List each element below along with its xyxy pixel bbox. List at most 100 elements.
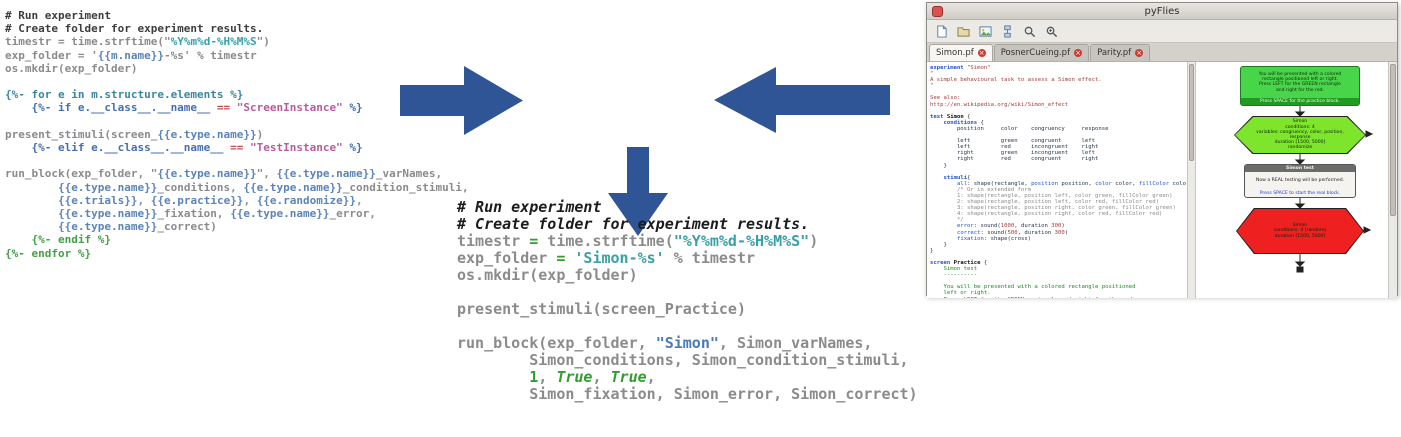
code-line: {%- endfor %}	[5, 246, 92, 260]
code-line: 1, True, True,	[529, 368, 656, 386]
code-line: 4: shape(rectangle, position right, colo…	[930, 211, 1163, 218]
arrow-left-icon	[714, 67, 890, 133]
code-line: test Simon {	[930, 113, 971, 120]
diagram-view-icon[interactable]	[998, 22, 1016, 40]
flow-node-title: Simon test	[1245, 165, 1355, 173]
window-titlebar[interactable]: pyFlies	[927, 3, 1397, 20]
code-line: 1: shape(rectangle, position left, color…	[930, 192, 1173, 199]
hexagon-fill	[1237, 209, 1363, 253]
generated-code-block: # Run experiment# Create folder for expe…	[457, 199, 918, 403]
code-line: Simon_conditions, Simon_condition_stimul…	[457, 351, 909, 369]
code-line	[5, 75, 469, 88]
tab-label: Parity.pf	[1097, 48, 1132, 58]
code-line: A simple behavioural task to assess a Si…	[930, 77, 1102, 84]
code-line: Simon_fixation, Simon_error, Simon_corre…	[457, 385, 918, 403]
flow-node-real-screen[interactable]: Simon test Now a REAL testing will be pe…	[1244, 164, 1356, 198]
search-icon[interactable]	[1020, 22, 1038, 40]
code-line: os.mkdir(exp_folder)	[457, 266, 638, 284]
code-line: exp_folder = 'Simon-%s' % timestr	[457, 249, 756, 267]
flow-node-body: Now a REAL testing will be performed.	[1255, 178, 1345, 184]
code-line	[457, 284, 918, 301]
dsl-editor[interactable]: experiment "Simon""A simple behavioural …	[927, 62, 1187, 298]
editor-scrollbar[interactable]	[1187, 62, 1196, 298]
code-line: exp_folder = '{{m.name}}-%s' % timestr	[5, 48, 257, 62]
code-line: screen Practice {	[930, 260, 988, 266]
open-folder-icon[interactable]	[954, 22, 972, 40]
code-line: position color congruency response	[930, 125, 1109, 132]
code-line: present_stimuli(screen_Practice)	[457, 300, 746, 318]
tab-simon[interactable]: Simon.pf	[929, 44, 993, 61]
code-line: all: shape(rectangle, position position,…	[956, 180, 1187, 187]
code-line: Simon test	[930, 266, 978, 273]
code-line: conditions {	[943, 119, 984, 126]
code-line: "	[930, 83, 934, 90]
code-line: timestr = time.strftime("%Y%m%d-%H%M%S")	[5, 35, 270, 49]
arrow-right-icon	[400, 66, 523, 135]
code-line: right red congruent right	[930, 156, 1099, 163]
code-line: # Run experiment	[457, 198, 602, 216]
new-file-icon[interactable]	[932, 22, 950, 40]
code-line: }	[930, 247, 934, 254]
tab-label: PosnerCueing.pf	[1000, 48, 1071, 58]
code-line: */	[930, 217, 964, 224]
code-line: # Create folder for experiment results.	[457, 215, 810, 233]
tab-close-icon[interactable]	[1074, 49, 1083, 57]
code-line	[5, 154, 469, 167]
code-line: left green congruent left	[930, 138, 1096, 145]
editor-scrollbar-thumb[interactable]	[1189, 64, 1194, 161]
arrow-down-icon	[608, 147, 668, 236]
code-line: http://en.wikipedia.org/wiki/Simon_effec…	[930, 101, 1069, 108]
code-line: See also:	[930, 95, 961, 102]
code-line: os.mkdir(exp_folder)	[5, 61, 138, 75]
code-line: {{e.trials}}, {{e.practice}}, {{e.random…	[57, 193, 363, 207]
flow-node-footer: Press SPACE to start the real block.	[1259, 190, 1341, 196]
flow-node-footer: Press SPACE for the practice block.	[1241, 97, 1359, 105]
zoom-icon[interactable]	[1042, 22, 1060, 40]
code-line: fixation: shape(cross)	[956, 235, 1032, 242]
code-line: run_block(exp_folder, "Simon", Simon_var…	[457, 334, 873, 352]
code-line: 2: shape(rectangle, position left, color…	[930, 199, 1160, 206]
code-line: You will be presented with a colored rec…	[930, 284, 1136, 291]
code-line: experiment "Simon"	[930, 65, 991, 71]
export-image-icon[interactable]	[976, 22, 994, 40]
code-line: {{e.type.name}}_correct)	[57, 220, 217, 234]
code-line: # Create folder for experiment results.	[5, 22, 264, 36]
template-code-block: # Run experiment# Create folder for expe…	[5, 9, 469, 260]
code-line: left red incongruent right	[930, 144, 1099, 151]
code-line: run_block(exp_folder, "{{e.type.name}}",…	[5, 167, 443, 181]
diagram-scrollbar-thumb[interactable]	[1390, 64, 1396, 216]
code-line: 3: shape(rectangle, position right, colo…	[930, 205, 1176, 212]
code-line: {%- endif %}	[5, 233, 111, 247]
code-line: "	[930, 71, 934, 78]
code-line: {{e.type.name}}_fixation, {{e.type.name}…	[57, 207, 376, 221]
code-line: /* Or in extended form	[930, 186, 1032, 193]
diagram-scrollbar[interactable]	[1388, 62, 1397, 298]
code-line: # Run experiment	[5, 9, 111, 22]
code-line: timestr = time.strftime("%Y%m%d-%H%M%S")	[457, 232, 819, 250]
tab-parity[interactable]: Parity.pf	[1090, 44, 1151, 61]
code-line: correct: sound(500, duration 300)	[956, 229, 1069, 236]
code-line	[457, 318, 918, 335]
tab-posnercueing[interactable]: PosnerCueing.pf	[993, 44, 1090, 61]
code-line: error: sound(1000, duration 300)	[956, 223, 1065, 230]
window-content: experiment "Simon""A simple behavioural …	[927, 62, 1397, 298]
code-line: Press LEFT for the GREEN rectangle and r…	[930, 297, 1184, 298]
hexagon-fill	[1235, 117, 1365, 153]
tab-close-icon[interactable]	[977, 49, 986, 57]
tab-label: Simon.pf	[936, 48, 974, 58]
window-title: pyFlies	[1144, 5, 1180, 17]
window-close-button[interactable]	[932, 5, 943, 17]
code-line: {%- elif e.__class__.__name__ == "TestIn…	[5, 141, 363, 155]
code-line: ----------	[930, 272, 978, 279]
code-line: left or right.	[930, 290, 991, 297]
tab-bar: Simon.pf PosnerCueing.pf Parity.pf	[927, 43, 1397, 62]
tab-close-icon[interactable]	[1135, 49, 1144, 57]
pyflies-window: pyFlies Simon.pf	[926, 2, 1398, 298]
